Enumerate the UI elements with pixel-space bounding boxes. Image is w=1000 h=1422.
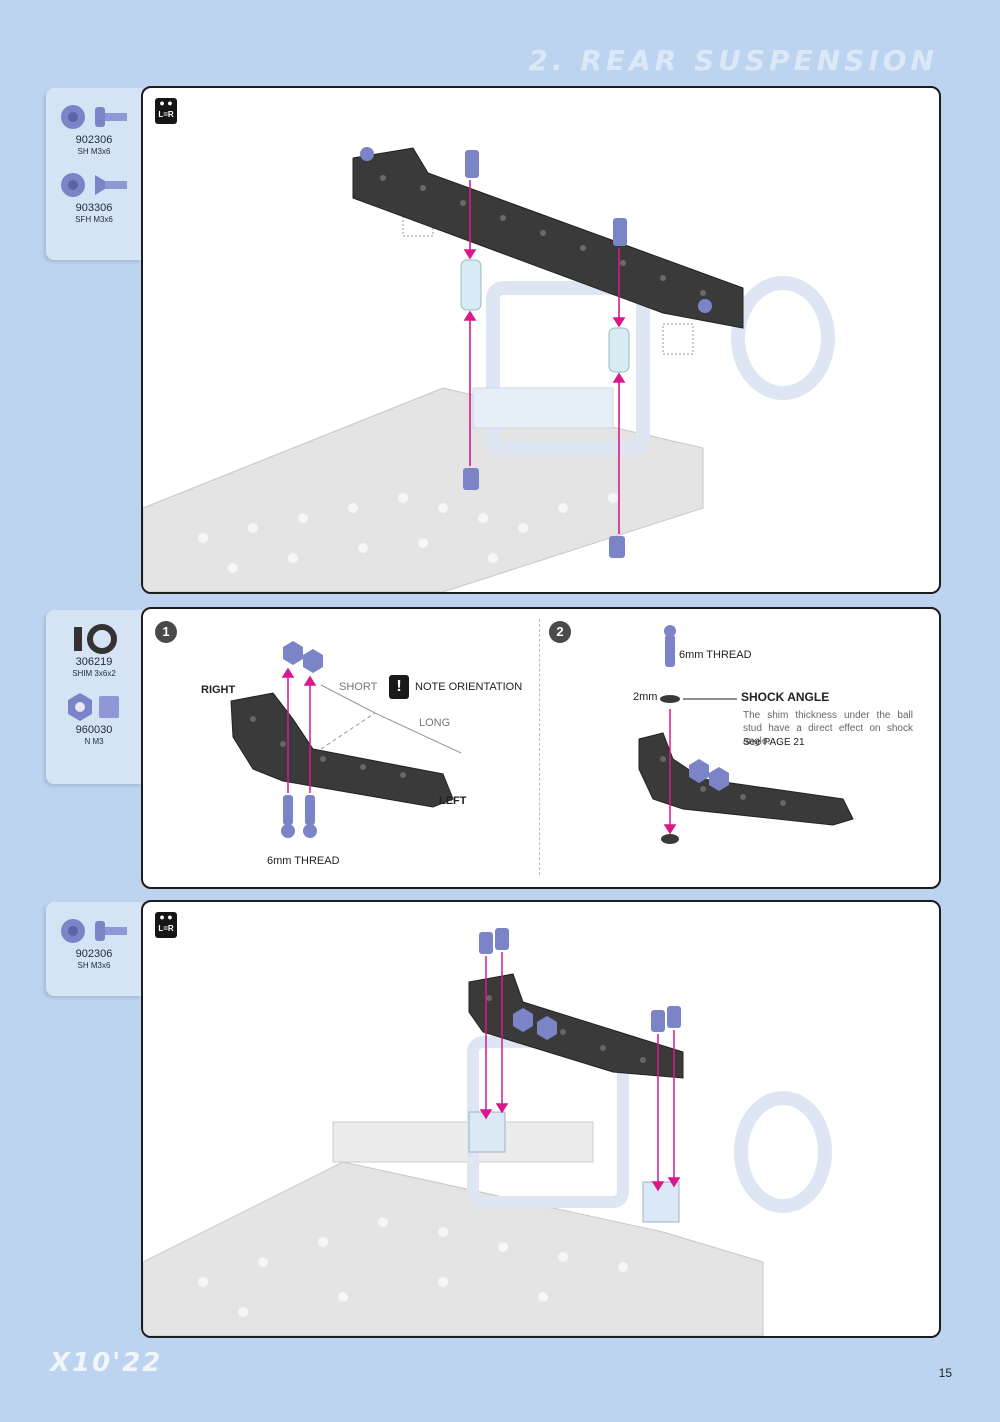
socket-head-screw-side-icon <box>95 107 127 127</box>
left-label: LEFT <box>439 795 467 807</box>
nut-icon <box>68 693 119 721</box>
shock-angle-description: The shim thickness under the ball stud h… <box>743 710 913 747</box>
flat-head-screw-icon <box>61 173 85 197</box>
rear-pod-illustration <box>143 147 835 592</box>
right-label: RIGHT <box>201 684 236 696</box>
parts-box-1: 902306 SH M3x6 903306 SFH M3x6 <box>46 88 142 260</box>
shock-angle-title: SHOCK ANGLE <box>741 690 830 704</box>
page-number: 15 <box>938 1366 952 1380</box>
socket-head-screw-side-icon <box>95 921 127 941</box>
assembly-panel-2: 1 2 RIGHT LEFT SHORT <box>141 607 941 889</box>
parts-box-3: 902306 SH M3x6 <box>46 902 142 996</box>
note-orientation-label: NOTE ORIENTATION <box>415 681 523 693</box>
parts-box-2: 306219 SHIM 3x6x2 960030 N M3 <box>46 610 142 784</box>
flat-head-screw-side-icon <box>95 175 127 195</box>
step-divider <box>539 619 540 875</box>
lr-badge: ● ● L=R <box>155 912 177 938</box>
shim-thickness-label: 2mm <box>633 691 658 703</box>
part-903306: 903306 SFH M3x6 <box>46 168 142 224</box>
warning-icon: ! <box>389 675 409 699</box>
lr-badge: ● ● L=R <box>155 98 177 124</box>
assembly-panel-3: ● ● L=R <box>141 900 941 1338</box>
shim-icon <box>74 624 117 654</box>
step-1-number: 1 <box>155 621 177 643</box>
step1-thread-label: 6mm THREAD <box>267 855 340 867</box>
part-960030: 960030 N M3 <box>46 690 142 746</box>
page-title: 2. REAR SUSPENSION <box>528 44 938 77</box>
part-306219: 306219 SHIM 3x6x2 <box>46 622 142 678</box>
step-2-number: 2 <box>549 621 571 643</box>
step-illustrations <box>230 625 854 844</box>
socket-head-screw-icon <box>61 105 85 129</box>
product-logo: X10'22 <box>50 1348 163 1378</box>
assembly-panel-1: ● ● L=R <box>141 86 941 594</box>
rear-pod-top-plate-illustration <box>143 928 832 1336</box>
step2-thread-label: 6mm THREAD <box>679 649 752 661</box>
part-902306: 902306 SH M3x6 <box>46 100 142 156</box>
part-902306: 902306 SH M3x6 <box>46 914 142 970</box>
short-label: SHORT <box>339 681 378 693</box>
long-label: LONG <box>419 717 451 729</box>
see-page-label: See PAGE 21 <box>743 737 805 748</box>
socket-head-screw-icon <box>61 919 85 943</box>
